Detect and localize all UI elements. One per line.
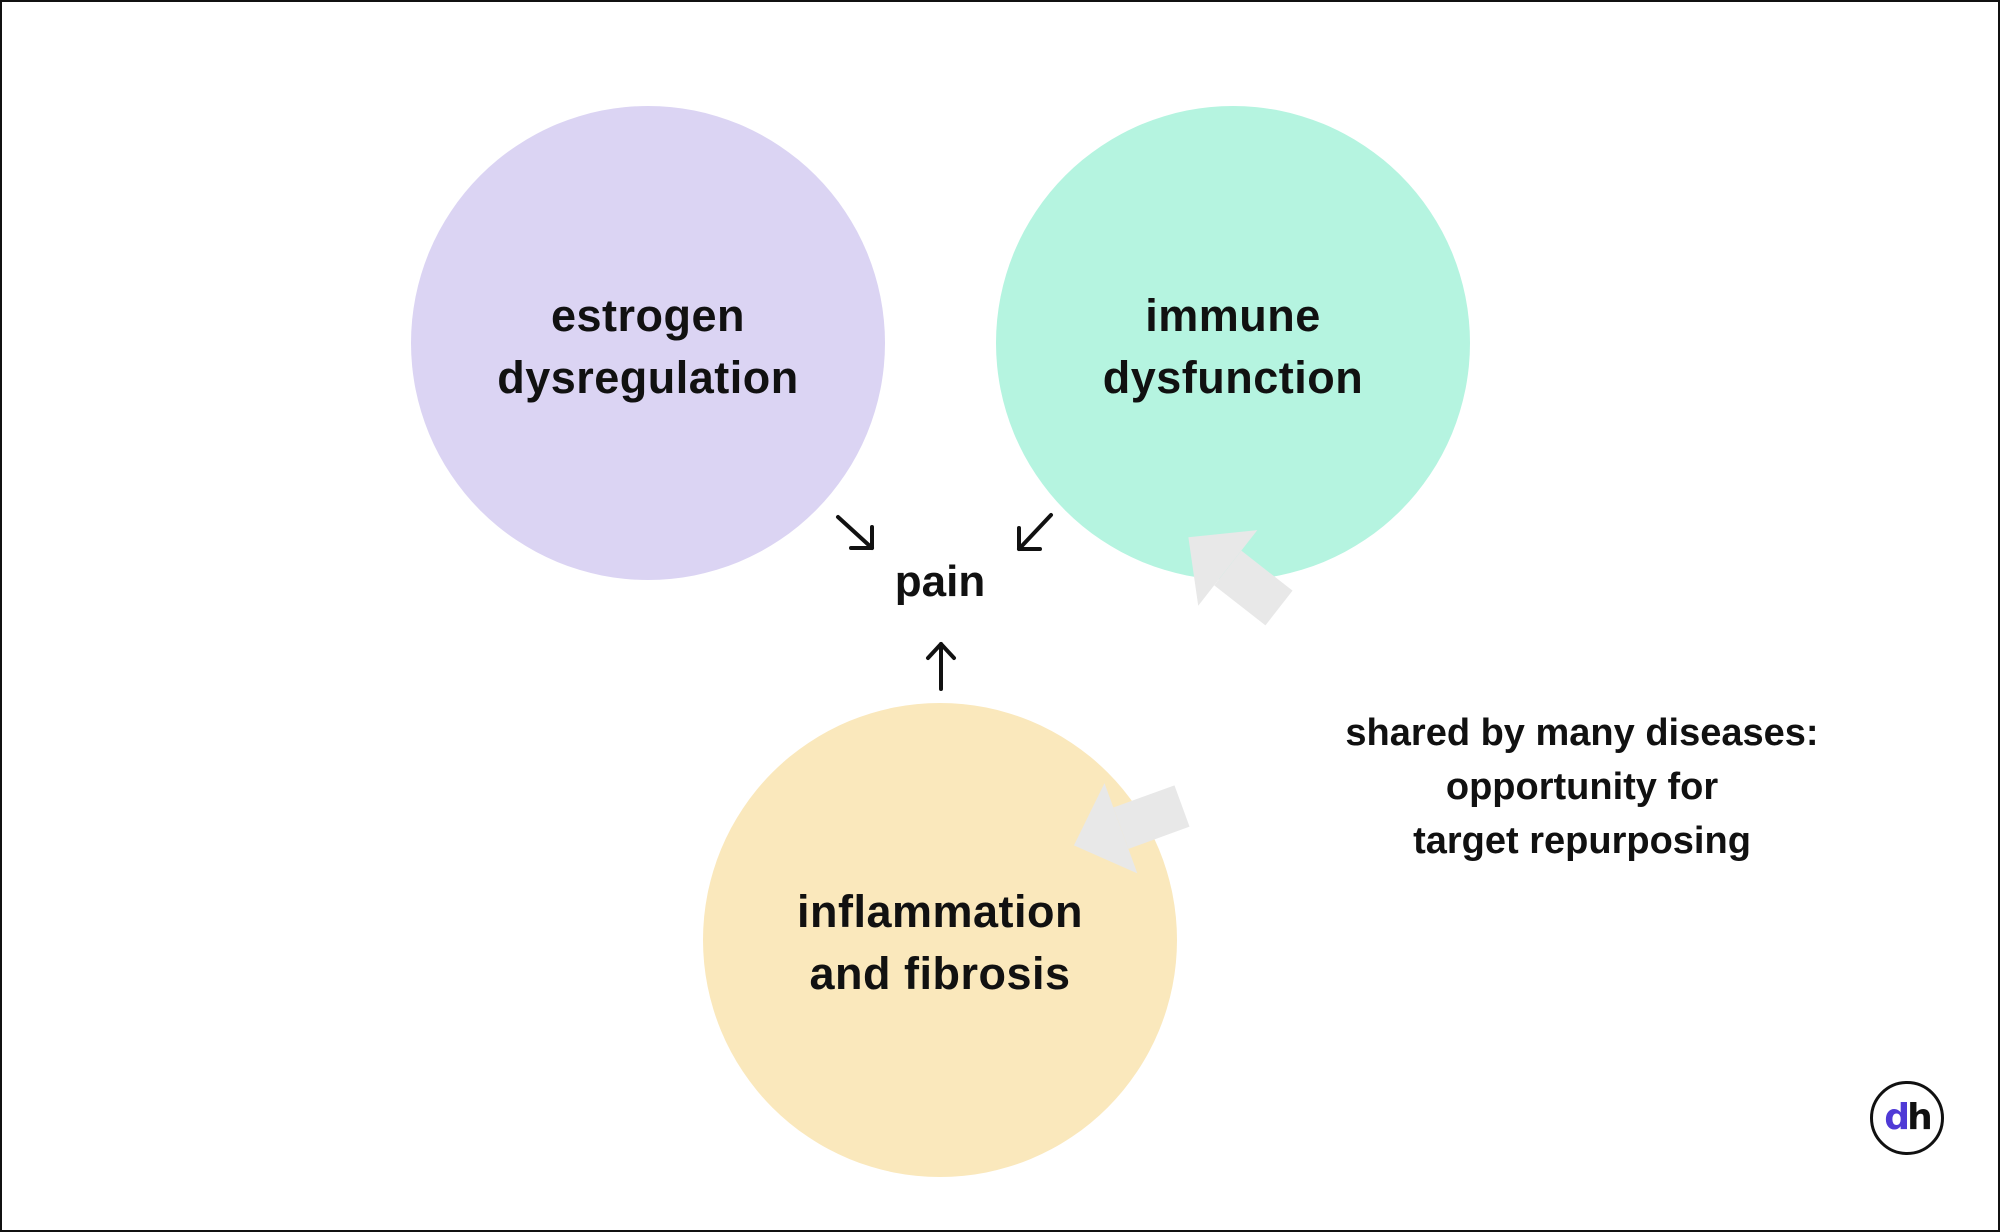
node-immune-label-line-2: dysfunction	[1102, 352, 1364, 403]
node-inflammation-fibrosis: inflammation and fibrosis	[703, 703, 1177, 1177]
note-line-3: target repurposing	[1413, 820, 1751, 862]
node-immune-label-line-1: immune	[1145, 290, 1321, 341]
node-immune-dysfunction: immune dysfunction	[996, 106, 1470, 580]
node-estrogen-dysregulation: estrogen dysregulation	[411, 106, 885, 580]
node-immune-label: immune dysfunction	[1103, 285, 1364, 409]
node-estrogen-label-line-2: dysregulation	[497, 352, 799, 403]
center-node-pain: pain	[894, 557, 986, 606]
node-inflammation-label-line-2: and fibrosis	[809, 948, 1071, 999]
logo-letter-d: d	[1884, 1097, 1910, 1138]
logo-letter-h: h	[1907, 1097, 1933, 1138]
node-estrogen-label-line-1: estrogen	[550, 290, 746, 341]
node-inflammation-label: inflammation and fibrosis	[797, 881, 1083, 1005]
note-line-1: shared by many diseases:	[1345, 712, 1819, 754]
node-estrogen-label: estrogen dysregulation	[497, 285, 799, 409]
edge-estrogen-to-pain	[836, 515, 874, 550]
shared-targets-note: shared by many diseases: opportunity for…	[1302, 706, 1862, 868]
edge-inflammation-to-pain	[926, 642, 956, 691]
brand-logo: d h	[1870, 1081, 1944, 1155]
note-line-2: opportunity for	[1445, 766, 1719, 808]
edge-immune-to-pain	[1017, 513, 1053, 551]
node-inflammation-label-line-1: inflammation	[796, 886, 1084, 937]
